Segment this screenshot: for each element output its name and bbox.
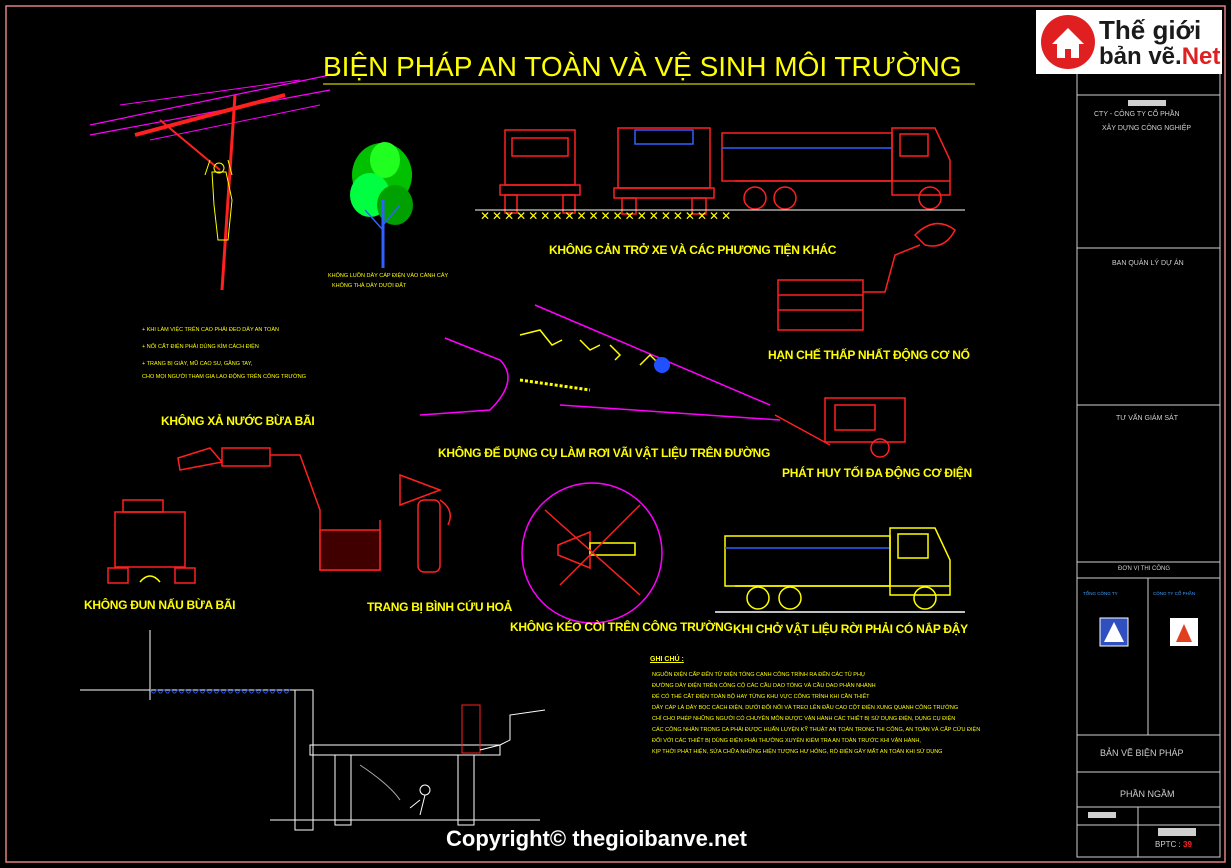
- label-vehicles: KHÔNG CẢN TRỞ XE VÀ CÁC PHƯƠNG TIỆN KHÁC: [549, 243, 837, 257]
- note-line: DÂY CÁP LÀ DÂY BỌC CÁCH ĐIỆN, DƯỚI ĐỐI N…: [652, 705, 959, 711]
- tb-consultant: TƯ VẤN GIÁM SÁT: [1116, 415, 1178, 422]
- site-logo[interactable]: Thế giới bản vẽ.Net: [1036, 10, 1222, 74]
- note-line: NGUỒN ĐIỆN CẤP ĐẾN TỪ ĐIỆN TỔNG CẠNH CÔN…: [652, 672, 865, 678]
- note-line: CHỈ CHO PHÉP NHỮNG NGƯỜI CÓ CHUYÊN MÔN Đ…: [652, 716, 956, 722]
- vehicles-illustration: [499, 127, 951, 215]
- note-line: KỊP THỜI PHÁT HIỆN, SỬA CHỮA NHỮNG HIỆN …: [652, 749, 943, 755]
- tb-bar: [1158, 828, 1196, 836]
- title-block-frame: [1076, 11, 1221, 858]
- covered-truck-illustration: [715, 527, 965, 613]
- note-line: ĐỂ CÓ THỂ CẮT ĐIỆN TOÀN BỘ HAY TỪNG KHU …: [652, 694, 870, 700]
- house-icon: [1041, 15, 1095, 69]
- label-engine-noise: HẠN CHẾ THẤP NHẤT ĐỘNG CƠ NỔ: [768, 348, 970, 362]
- drawing-title: BIỆN PHÁP AN TOÀN VÀ VỆ SINH MÔI TRƯỜNG: [323, 51, 962, 82]
- notes-heading: GHI CHÚ :: [650, 656, 684, 663]
- copyright-watermark: Copyright© thegioibanve.net: [446, 826, 747, 851]
- cooking-illustration: [107, 499, 196, 584]
- tree-note-1: KHÔNG LUỒN DÂY CÁP ĐIỆN VÀO CÀNH CÂY: [328, 273, 449, 279]
- label-cover: KHI CHỞ VẬT LIỆU RỜI PHẢI CÓ NẮP ĐẬY: [733, 622, 968, 636]
- logo-line1: Thế giới: [1099, 15, 1202, 45]
- road-intersection: [419, 304, 781, 421]
- tb-bar: [1128, 100, 1166, 106]
- label-cooking: KHÔNG ĐUN NẤU BỪA BÃI: [84, 598, 236, 612]
- note-line: CÁC CÔNG NHÂN TRONG CA PHẢI ĐƯỢC HUẤN LU…: [652, 727, 981, 733]
- tb-contractor: ĐƠN VỊ THI CÔNG: [1118, 566, 1171, 572]
- generator-illustration: [774, 397, 906, 458]
- no-horn-sign: [521, 482, 663, 624]
- engine-illustration: [777, 222, 956, 331]
- svg-text:✕✕✕✕✕✕✕✕✕✕✕✕✕✕✕✕✕✕✕✕✕: ✕✕✕✕✕✕✕✕✕✕✕✕✕✕✕✕✕✕✕✕✕: [480, 209, 733, 223]
- label-horn: KHÔNG KÉO CÒI TRÊN CÔNG TRƯỜNG: [510, 620, 733, 634]
- label-electric-engine: PHÁT HUY TỐI ĐA ĐỘNG CƠ ĐIỆN: [782, 466, 972, 480]
- label-extinguisher: TRANG BỊ BÌNH CỨU HOẢ: [367, 600, 512, 614]
- tb-company-1: CTY - CÔNG TY CỔ PHẦN: [1094, 111, 1180, 118]
- label-road-materials: KHÔNG ĐỂ DỤNG CỤ LÀM RƠI VÃI VẬT LIỆU TR…: [438, 446, 771, 460]
- note-line: ĐỐI VỚI CÁC THIẾT BỊ DÙNG ĐIỆN PHẢI THƯỜ…: [652, 738, 921, 744]
- tb-drawing-title: BẢN VẼ BIỆN PHÁP: [1100, 748, 1184, 758]
- tb-owner: BAN QUẢN LÝ DỰ ÁN: [1112, 260, 1184, 267]
- tb-part: PHẦN NGẦM: [1120, 789, 1175, 799]
- debris-blue: [654, 357, 670, 373]
- logo-line2: bản vẽ.Net: [1099, 43, 1221, 70]
- excavation-section: [80, 630, 546, 831]
- extinguisher-illustration: [399, 473, 451, 573]
- tb-bar: [1088, 812, 1116, 818]
- sheet-border: [5, 5, 1226, 863]
- tree-note-2: KHÔNG THẢ DÂY DƯỚI ĐẤT: [332, 283, 407, 289]
- water-level: 〰〰〰〰〰〰〰〰〰〰: [150, 684, 290, 700]
- road-debris: [519, 329, 661, 392]
- tree-illustration: [350, 142, 413, 268]
- svg-text:TỔNG CÔNG TY: TỔNG CÔNG TY: [1083, 590, 1118, 596]
- safety-note: CHO MỌI NGƯỜI THAM GIA LAO ĐỘNG TRÊN CÔN…: [142, 374, 306, 380]
- power-pole-illustration: [89, 74, 331, 291]
- safety-note: + TRANG BỊ GIÀY, MŨ CAO SU, GĂNG TAY,: [142, 361, 253, 367]
- svg-text:CÔNG TY CỔ PHẦN: CÔNG TY CỔ PHẦN: [1153, 590, 1195, 596]
- safety-note: + NỐI CẮT ĐIỆN PHẢI DÙNG KÌM CÁCH ĐIỆN: [142, 344, 259, 350]
- tb-sheet: BPTC : 39: [1155, 840, 1192, 849]
- note-line: ĐƯỜNG DÂY ĐIỆN TRÊN CÔNG CỘ CÁC CẦU DAO …: [652, 683, 876, 689]
- tb-company-2: XÂY DỰNG CÔNG NGHIỆP: [1102, 125, 1192, 132]
- water-discharge-illustration: [177, 447, 381, 571]
- label-water: KHÔNG XẢ NƯỚC BỪA BÃI: [161, 414, 315, 428]
- safety-note: + KHI LÀM VIỆC TRÊN CAO PHẢI ĐEO DÂY AN …: [142, 327, 279, 333]
